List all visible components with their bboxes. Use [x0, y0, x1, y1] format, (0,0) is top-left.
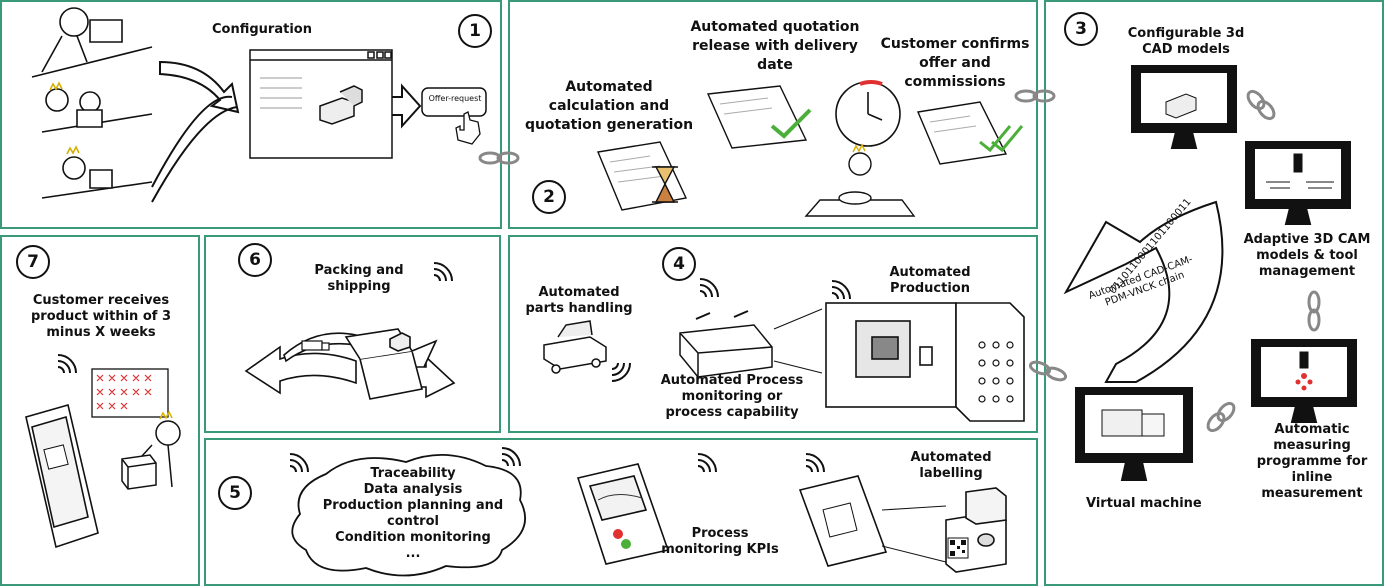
wifi-icon	[433, 262, 453, 282]
panel-customer-delivery: 7 Customer receives product within of 3 …	[0, 235, 200, 586]
checkmark-icon	[770, 108, 812, 139]
release-label: Automated quotation release with deliver…	[690, 19, 860, 73]
person-icon	[31, 7, 153, 78]
step-number-7: 7	[16, 245, 50, 279]
cloud-item-ellipsis: ...	[405, 546, 421, 561]
labelled-part-icon	[945, 487, 1007, 573]
cad-cam-chain-arrow	[1063, 200, 1224, 383]
cloud-item-production-planning: Production planning and control	[322, 498, 504, 529]
configuration-label: Configuration	[212, 22, 312, 37]
cloud-item-condition-monitoring: Condition monitoring	[335, 530, 491, 545]
cad-cam-illustration	[1063, 65, 1357, 481]
qr-code-icon	[947, 537, 969, 559]
traceability-illustration	[289, 447, 1007, 577]
double-checkmark-icon	[979, 125, 1024, 153]
cloud-item-data-analysis: Data analysis	[363, 482, 463, 497]
cnc-machine-icon	[825, 302, 1025, 422]
offer-request-label: Offer-request	[428, 94, 482, 103]
connector-line	[773, 308, 823, 330]
panel-quotation: 2 Automated calculation and quotation ge…	[508, 0, 1038, 229]
release-document	[706, 85, 808, 149]
process-monitoring-kpis-label: Process monitoring KPIs	[661, 526, 779, 557]
configuration-illustration	[31, 7, 487, 203]
open-box-icon	[344, 328, 438, 400]
automated-labelling-label: Automated labelling	[910, 450, 992, 481]
virtual-machine-label: Virtual machine	[1086, 496, 1202, 511]
wifi-icon	[57, 354, 77, 374]
quotation-illustration	[597, 80, 1024, 217]
labelling-tablet-icon	[798, 475, 947, 567]
handling-box-icon	[679, 310, 773, 378]
step-number-3: 3	[1064, 12, 1098, 46]
panel-production: 4 Automated parts handling Automated Pro…	[508, 235, 1038, 433]
production-label: Automated Production	[889, 265, 971, 296]
connector-line	[773, 360, 823, 374]
panel-cad-cam: 3 Configurable 3d CAD models Adaptive 3D…	[1044, 0, 1384, 586]
cam-monitor-icon	[1245, 141, 1351, 225]
cloud-icon	[291, 454, 527, 577]
step-number-1: 1	[458, 14, 492, 48]
packing-illustration	[244, 262, 456, 400]
delivery-illustration	[25, 354, 181, 549]
customer-receives-label: Customer receives product within of 3 mi…	[31, 293, 171, 340]
step-number-6: 6	[238, 243, 272, 277]
truck-icon	[301, 340, 330, 351]
packing-shipping-label: Packing and shipping	[314, 263, 404, 294]
step-number-5: 5	[218, 476, 252, 510]
confirm-label: Customer confirms offer and commissions	[880, 36, 1030, 90]
configurator-window	[249, 49, 393, 159]
cam-models-label: Adaptive 3D CAM models & tool management	[1243, 232, 1371, 279]
panel-traceability: 5	[204, 438, 1038, 586]
measuring-monitor-icon	[1251, 339, 1357, 423]
calendar-icon	[91, 368, 169, 418]
monitor-icon	[1131, 65, 1237, 149]
panel-configuration: 1 Configuration	[0, 0, 502, 229]
kpi-tablet-icon	[576, 463, 670, 565]
hourglass-icon	[652, 166, 678, 203]
chain-link-icon	[1206, 89, 1321, 433]
person-laptop-icon	[41, 145, 153, 199]
calculation-label: Automated calculation and quotation gene…	[524, 79, 694, 133]
tablet-icon	[25, 404, 99, 549]
step-number-2: 2	[532, 180, 566, 214]
clock-icon	[835, 80, 901, 147]
cursor-hand-icon	[455, 111, 481, 145]
panel-packing: 6 Packing and shipping	[204, 235, 501, 433]
production-illustration	[543, 278, 1025, 422]
parts-handling-label: Automated parts handling	[525, 285, 633, 316]
measuring-programme-label: Automatic measuring programme for inline…	[1256, 422, 1368, 501]
meeting-persons-icon	[41, 81, 153, 133]
cloud-item-traceability: Traceability	[370, 466, 456, 481]
cad-models-label: Configurable 3d CAD models	[1127, 26, 1245, 57]
process-monitoring-label: Automated Process monitoring or process …	[660, 373, 804, 420]
virtual-monitor-icon	[1075, 387, 1193, 481]
customer-person-icon	[804, 143, 916, 217]
offer-request-button	[421, 87, 487, 117]
package-icon	[121, 454, 157, 490]
confirmation-document	[917, 101, 1008, 165]
cloud-text: Traceability Data analysis Production pl…	[308, 466, 518, 562]
flow-arrows	[151, 60, 422, 203]
agv-robot-icon	[543, 320, 607, 374]
wifi-icon	[611, 278, 851, 382]
wifi-icon	[289, 447, 825, 473]
step-number-4: 4	[662, 247, 696, 281]
